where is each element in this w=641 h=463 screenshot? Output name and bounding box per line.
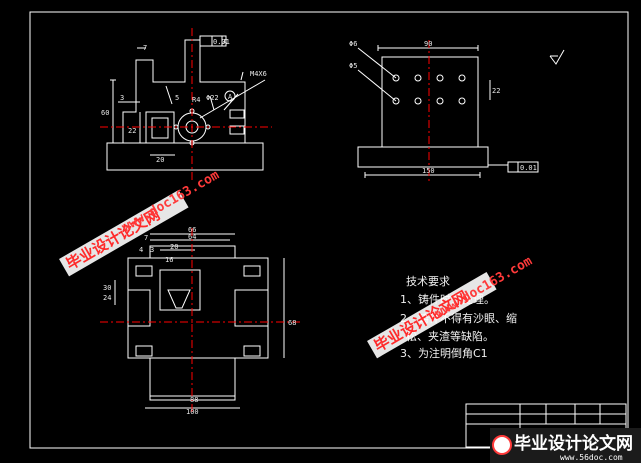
lbl-3: 3 [120,94,124,102]
lbl-22b: 22 [492,87,500,95]
watermark-url-left: www.doc163.com [120,168,223,236]
sheet-border [29,11,629,449]
lbl-flatness: 0.01 [213,38,230,46]
lbl-88: 88 [190,396,198,404]
lbl-22: 22 [128,127,136,135]
lbl-thread: M4X6 [250,70,267,78]
lbl-seven: 7 [143,44,147,52]
lbl-3b: 3 [150,246,154,254]
lbl-4: 4 [139,246,143,254]
lbl-64: 64 [188,233,196,241]
lbl-20b: 20 [170,243,178,251]
lbl-flat2: 0.01 [520,164,537,172]
footer-brand-text: 毕业设计论文网 [514,433,633,454]
lbl-16: 16 [165,256,173,264]
top-view [114,233,285,409]
notes-title: 技术要求 [406,275,450,288]
lbl-60: 60 [101,109,109,117]
lbl-68: 68 [288,319,296,327]
lbl-90: 90 [424,40,432,48]
lbl-24: 24 [103,294,111,302]
lbl-20: 20 [156,156,164,164]
lbl-d5: Φ5 [349,62,357,70]
lbl-100: 100 [186,408,199,416]
top-view-centerlines [100,228,300,412]
side-view [357,45,565,178]
lbl-r: R4 [192,96,200,104]
lbl-66: 66 [188,226,196,234]
lbl-7: 7 [144,234,148,242]
notes-line4: 3、为注明倒角C1 [400,346,488,360]
lbl-30: 30 [103,284,111,292]
lbl-datum: A [223,38,228,46]
front-view [106,35,266,171]
brand-logo-icon [492,435,512,455]
front-view-centerlines [100,28,272,182]
lbl-d6: Φ6 [349,40,357,48]
lbl-5: 5 [175,94,179,102]
footer-brand: 毕业设计论文网 www.56doc.com [490,428,641,463]
notes-line3: 松、夹渣等缺陷。 [406,329,494,343]
lbl-hole: Φ22 [206,94,219,102]
lbl-circlea: A [228,93,233,101]
svg-text:www.doc163.com: www.doc163.com [120,168,223,236]
footer-url: www.56doc.com [560,453,623,462]
lbl-150: 150 [422,167,435,175]
